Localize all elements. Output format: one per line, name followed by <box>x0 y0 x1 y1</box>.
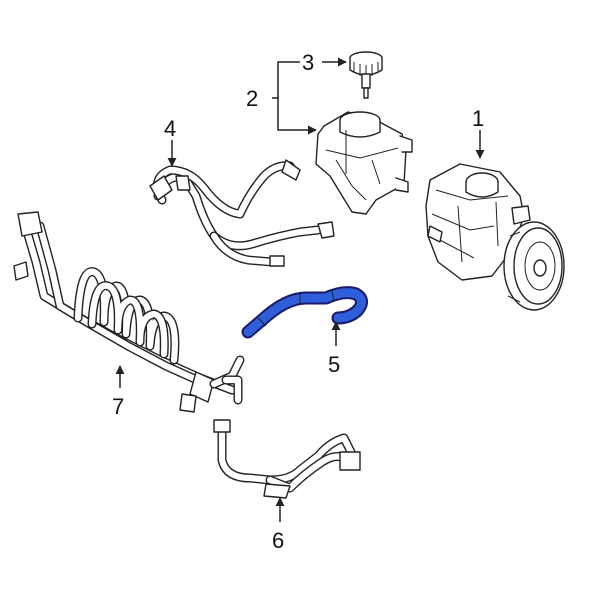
callout-3: 3 <box>302 50 314 75</box>
reservoir-cap[interactable] <box>349 51 383 99</box>
leader-lines <box>115 57 485 522</box>
pressure-hose[interactable] <box>149 159 335 267</box>
callout-6: 6 <box>272 528 284 553</box>
power-steering-pump[interactable] <box>425 163 565 311</box>
callout-5: 5 <box>328 352 340 377</box>
fluid-reservoir[interactable] <box>315 111 413 215</box>
return-hose-highlighted[interactable] <box>241 286 368 339</box>
callout-2: 2 <box>246 86 258 111</box>
cooler-line-assembly[interactable] <box>13 211 245 413</box>
pressure-line-lower[interactable] <box>213 419 361 499</box>
callout-1: 1 <box>472 106 484 131</box>
callout-7: 7 <box>112 394 124 419</box>
callout-4: 4 <box>164 116 176 141</box>
